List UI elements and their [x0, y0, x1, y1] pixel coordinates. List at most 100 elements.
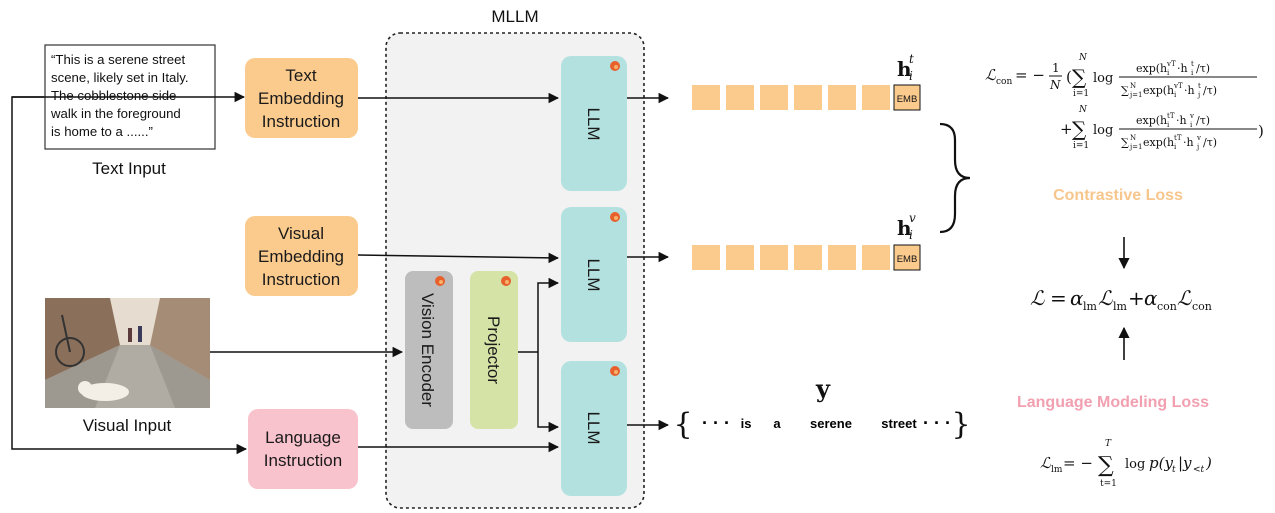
svg-text:j=1: j=1 — [1129, 91, 1143, 99]
svg-text:·h: ·h — [1183, 136, 1194, 149]
svg-text:·h: ·h — [1184, 84, 1195, 97]
svg-text:i=1: i=1 — [1073, 141, 1089, 151]
svg-text:·h: ·h — [1176, 114, 1187, 127]
svg-text:log: log — [1093, 71, 1113, 86]
svg-text:T: T — [1105, 439, 1112, 449]
text-emb-token-label: EMB — [897, 94, 918, 105]
embedding-cell — [692, 85, 720, 110]
contrastive-loss-formula: ℒ con = − 1 N ( N ∑ i=1 log exp(h vT i ·… — [985, 53, 1264, 151]
llm-language-flame-icon — [610, 366, 620, 376]
svg-text:α: α — [1070, 286, 1084, 310]
embedding-cell — [862, 85, 890, 110]
svg-text:): ) — [1258, 122, 1264, 140]
svg-text:v: v — [909, 211, 916, 225]
svg-text:1: 1 — [1052, 61, 1060, 75]
projector-box — [470, 271, 518, 429]
svg-text:∑: ∑ — [1072, 117, 1087, 141]
svg-text:i: i — [1167, 121, 1170, 129]
lm-output-token-4: street — [881, 416, 917, 431]
svg-text:t: t — [909, 52, 914, 66]
visual-embedding-symbol: h v i — [897, 211, 916, 242]
svg-text:v: v — [1196, 134, 1201, 142]
svg-text:t: t — [1198, 82, 1201, 90]
svg-text:/τ): /τ) — [1196, 114, 1210, 127]
svg-text:∑: ∑ — [1121, 84, 1129, 97]
embedding-cell — [794, 245, 822, 270]
embedding-cell — [726, 85, 754, 110]
embedding-cell — [828, 85, 856, 110]
embedding-cell — [794, 85, 822, 110]
svg-text:lm: lm — [1083, 300, 1098, 313]
svg-text:ℒ: ℒ — [1040, 454, 1052, 472]
svg-text:=: = — [1050, 286, 1067, 310]
svg-text:ℒ: ℒ — [1030, 286, 1045, 310]
visual-embedding-instruction-box — [245, 216, 358, 296]
lm-output-close-brace: } — [951, 407, 970, 442]
grouping-brace — [939, 122, 971, 234]
visual-embedding-instruction-line-3: Instruction — [262, 270, 340, 289]
lm-output-ellipsis-left: · · · — [702, 413, 730, 433]
svg-text:j: j — [1197, 91, 1200, 99]
svg-text:i: i — [1174, 143, 1177, 151]
svg-text:·h: ·h — [1177, 62, 1188, 75]
svg-text:i=1: i=1 — [1073, 89, 1089, 99]
svg-text:= −: = − — [1063, 454, 1093, 472]
mllm-title: MLLM — [491, 7, 538, 26]
visual-emb-token-box — [893, 244, 921, 271]
llm-visual-flame-icon — [610, 212, 620, 222]
svg-text:+: + — [1128, 286, 1145, 310]
svg-text:exp(h: exp(h — [1136, 114, 1167, 127]
vision-encoder-box — [405, 271, 453, 429]
llm-text-label: LLM — [584, 107, 603, 140]
language-instruction-line-2: Instruction — [264, 451, 342, 470]
llm-box-visual — [561, 207, 627, 342]
svg-text:N: N — [1130, 134, 1136, 142]
lm-loss-formula: ℒ lm = − T ∑ t=1 log p(y t |y <t ) — [1040, 439, 1212, 489]
svg-text:t: t — [1172, 465, 1176, 475]
text-embedding-instruction-line-2: Embedding — [258, 89, 344, 108]
vision-encoder-flame-icon — [435, 276, 445, 286]
embedding-cell — [692, 245, 720, 270]
text-embedding-symbol: h t i — [897, 52, 914, 83]
projector-label: Projector — [484, 316, 503, 384]
svg-text:con: con — [996, 77, 1012, 87]
embedding-cell — [726, 245, 754, 270]
svg-text:/τ): /τ) — [1203, 136, 1217, 149]
svg-text:i: i — [909, 69, 913, 83]
svg-text:i: i — [1191, 69, 1194, 77]
language-instruction-line-1: Language — [265, 428, 341, 447]
svg-text:N: N — [1049, 78, 1061, 92]
embedding-cell — [760, 245, 788, 270]
visual-embedding-sequence — [692, 245, 890, 270]
svg-text:log: log — [1093, 123, 1113, 138]
svg-text:p(y: p(y — [1149, 454, 1173, 472]
svg-text:exp(h: exp(h — [1143, 84, 1174, 97]
svg-text:<t: <t — [1193, 465, 1205, 475]
embedding-cell — [828, 245, 856, 270]
svg-text:tT: tT — [1167, 112, 1175, 120]
text-embedding-instruction-line-1: Text — [285, 66, 316, 85]
svg-text:N: N — [1078, 105, 1088, 115]
svg-text:vT: vT — [1166, 60, 1176, 68]
contrastive-loss-label: Contrastive Loss — [1053, 187, 1183, 204]
svg-text:lm: lm — [1051, 465, 1063, 475]
svg-text:lm: lm — [1113, 300, 1128, 313]
lm-output-symbol: y — [815, 374, 831, 403]
llm-text-flame-icon — [610, 61, 620, 71]
svg-text:N: N — [1078, 53, 1088, 63]
street-photo-image — [45, 298, 210, 408]
llm-visual-label: LLM — [584, 258, 603, 291]
svg-text:i: i — [1174, 91, 1177, 99]
svg-text:∑: ∑ — [1121, 136, 1129, 149]
svg-text:log: log — [1125, 457, 1145, 472]
svg-text:t=1: t=1 — [1100, 479, 1117, 489]
lm-output-token-2: a — [773, 416, 781, 431]
svg-text:∑: ∑ — [1072, 65, 1087, 89]
total-loss-formula: ℒ = α lm ℒ lm + α con ℒ con — [1030, 286, 1212, 313]
svg-text:/τ): /τ) — [1196, 62, 1210, 75]
lm-output-open-brace: { — [673, 407, 692, 442]
text-input-line-4: walk in the foreground — [50, 106, 181, 121]
svg-text:i: i — [1190, 121, 1193, 129]
language-modeling-loss-label: Language Modeling Loss — [1017, 394, 1209, 411]
